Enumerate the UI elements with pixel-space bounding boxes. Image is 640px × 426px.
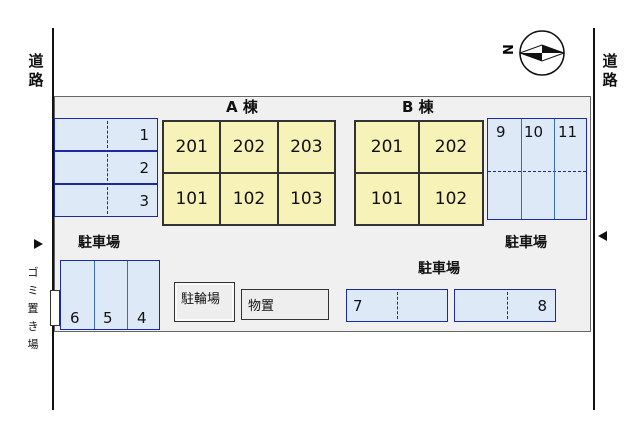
parking-number: 1: [139, 125, 149, 144]
parking-space-3: 3: [54, 184, 158, 217]
entrance-arrow-left-icon: [34, 239, 43, 249]
parking-number: 2: [139, 158, 149, 177]
building-b-label: B 棟: [402, 98, 434, 116]
building-a: 201 202 203 101 102 103: [162, 120, 336, 226]
storage-shed: 物置: [241, 289, 329, 320]
parking-space-2: 2: [54, 151, 158, 184]
building-a-label: A 棟: [226, 98, 258, 116]
room-a-101: 101: [163, 173, 221, 225]
road-left-label: 道 路: [28, 52, 44, 89]
compass-icon: N: [502, 30, 566, 76]
parking-space-1: 1: [54, 118, 158, 151]
parking-space-7: 7: [346, 289, 448, 322]
road-right-line: [593, 28, 595, 410]
room-b-201: 201: [355, 121, 419, 173]
garbage-area-label: ゴミ置き場: [27, 266, 39, 351]
room-a-102: 102: [220, 173, 278, 225]
room-b-101: 101: [355, 173, 419, 225]
room-a-103: 103: [277, 173, 335, 225]
parking-group-9-11: 9 10 11: [487, 118, 587, 220]
room-a-202: 202: [220, 121, 278, 173]
parking-group-4-6: 6 5 4: [60, 260, 160, 330]
parking-number: 8: [537, 296, 547, 315]
compass-north-label: N: [502, 44, 517, 55]
building-b: 201 202 101 102: [354, 120, 484, 226]
parking-number-6: 6: [70, 309, 80, 327]
parking-label-center: 駐車場: [418, 261, 460, 277]
parking-label-left: 駐車場: [78, 235, 120, 251]
room-a-203: 203: [277, 121, 335, 173]
entrance-arrow-right-icon: [598, 231, 607, 241]
parking-number-5: 5: [103, 309, 113, 327]
road-right-label: 道 路: [602, 52, 618, 89]
parking-space-8: 8: [454, 289, 556, 322]
room-b-202: 202: [419, 121, 483, 173]
road-left-line: [52, 28, 54, 410]
room-b-102: 102: [419, 173, 483, 225]
room-a-201: 201: [163, 121, 221, 173]
parking-number-9: 9: [496, 123, 506, 141]
parking-number: 3: [139, 191, 149, 210]
parking-number: 7: [353, 296, 363, 315]
bicycle-parking: 駐輪場: [174, 282, 235, 322]
garbage-area: [50, 290, 60, 326]
parking-number-10: 10: [524, 123, 544, 141]
parking-number-11: 11: [558, 123, 578, 141]
parking-label-right: 駐車場: [505, 235, 547, 251]
parking-number-4: 4: [137, 309, 147, 327]
